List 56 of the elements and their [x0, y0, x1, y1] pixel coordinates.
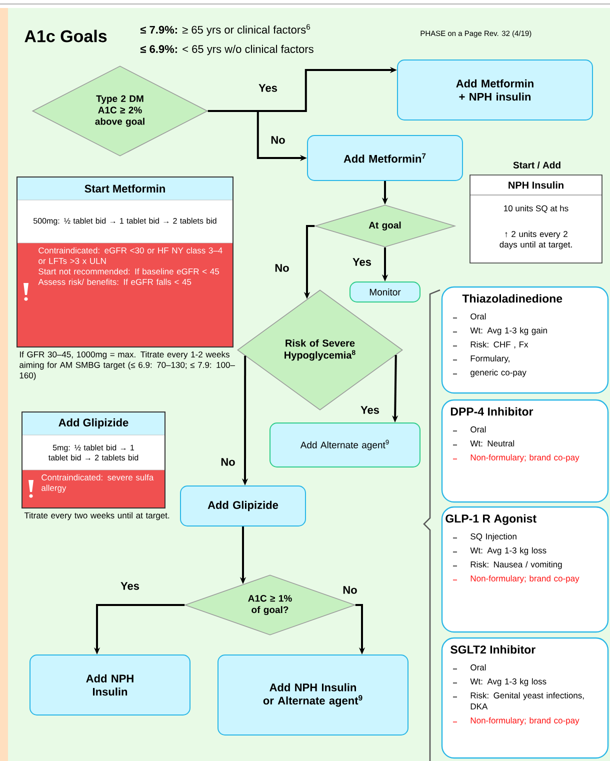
card-heading: Thiazoladinedione: [462, 294, 562, 303]
info-panel: [16, 176, 234, 348]
list-item: Risk: Nausea / vomiting: [470, 561, 562, 570]
note-text: If GFR 30–45, 1000mg = max. Titrate every 1-2 weeks aiming for AM SMBG target (≤ 6.9: 70–130; ≤ 7.9: 100–160): [20, 351, 235, 380]
dose-text: 5mg: ½ tablet bid → 1 tablet bid → 2 tablets bid: [48, 444, 138, 460]
note-text: Titrate every two weeks until at target.: [24, 512, 170, 520]
edge-label: No: [274, 263, 290, 273]
info-panel: [22, 412, 166, 508]
list-item: Non-formulary; brand co-pay: [470, 575, 580, 584]
process-box: Add Metformin + NPH insulin: [397, 60, 593, 120]
edge-label: No: [220, 457, 236, 467]
edge-label: Yes: [120, 581, 140, 591]
info-panel: [470, 161, 602, 264]
list-item: Risk: Genital yeast infections, DKA: [470, 692, 584, 710]
panel-heading: Start Metformin: [84, 184, 165, 193]
edge-label: Yes: [352, 257, 372, 267]
dose-text: 10 units SQ at hs: [504, 205, 568, 213]
list-item: Oral: [470, 313, 486, 320]
card-heading: DPP-4 Inhibitor: [450, 407, 534, 416]
goal-line: ≤ 6.9%: < 65 yrs w/o clinical factors: [140, 44, 314, 56]
goal-line: ≤ 7.9%: ≥ 65 yrs or clinical factors$^{6}$: [140, 24, 310, 36]
list-item: Oral: [470, 664, 486, 670]
warning-text: Contraindicated: eGFR <30 or HF NY class 3–4 or LFTs >3 x ULN Start not recommended: If baseline eGFR < 45 Assess risk/ benefits: If eGFR falls < 45: [38, 247, 222, 285]
dose-text: ↑ 2 units every 2 days until at target.: [500, 230, 572, 250]
list-item: Non-formulary; brand co-pay: [470, 454, 580, 462]
list-item: Wt: Avg 1-3 kg loss: [470, 678, 546, 686]
warning-text: Contraindicated: severe sulfa allergy: [42, 474, 154, 493]
card-heading: SGLT2 Inhibitor: [450, 645, 536, 654]
list-item: Wt: Avg 1-3 kg loss: [470, 547, 546, 556]
panel-heading: Start / Add: [513, 161, 560, 169]
drug-card: [441, 506, 609, 633]
title: A1c Goals: [24, 30, 107, 42]
drug-card: [441, 286, 609, 394]
edge-label: No: [270, 135, 286, 145]
edge-label: No: [342, 585, 358, 595]
process-box: Add Metformin$^{7}$: [307, 135, 463, 181]
panel-heading: Add Glipizide: [58, 418, 128, 429]
edge-label: Yes: [258, 83, 278, 93]
list-item: Formulary,: [470, 355, 510, 364]
process-box: Add NPH Insulin: [30, 654, 190, 716]
process-box: Add Alternate agent$^{9}$: [270, 422, 420, 468]
card-heading: GLP-1 R Agonist: [446, 514, 536, 525]
list-item: SQ Injection: [470, 533, 516, 542]
process-box: Monitor: [350, 282, 420, 302]
process-box: Add NPH Insulin or Alternate agent$^{9}$: [218, 654, 408, 736]
drug-card: [441, 637, 609, 759]
panel-heading: NPH Insulin: [508, 181, 564, 189]
list-item: Oral: [470, 426, 486, 432]
list-item: Non-formulary; brand co-pay: [470, 717, 580, 726]
list-item: generic co-pay: [470, 369, 526, 378]
list-item: Wt: Neutral: [470, 440, 514, 446]
list-item: Risk: CHF , Fx: [470, 341, 528, 348]
dose-text: 500mg: ½ tablet bid → 1 tablet bid → 2 tablets bid: [33, 218, 216, 226]
process-box: Add Glipizide: [180, 486, 306, 526]
list-item: Wt: Avg 1-3 kg gain: [470, 327, 547, 336]
drug-card: [441, 399, 609, 503]
